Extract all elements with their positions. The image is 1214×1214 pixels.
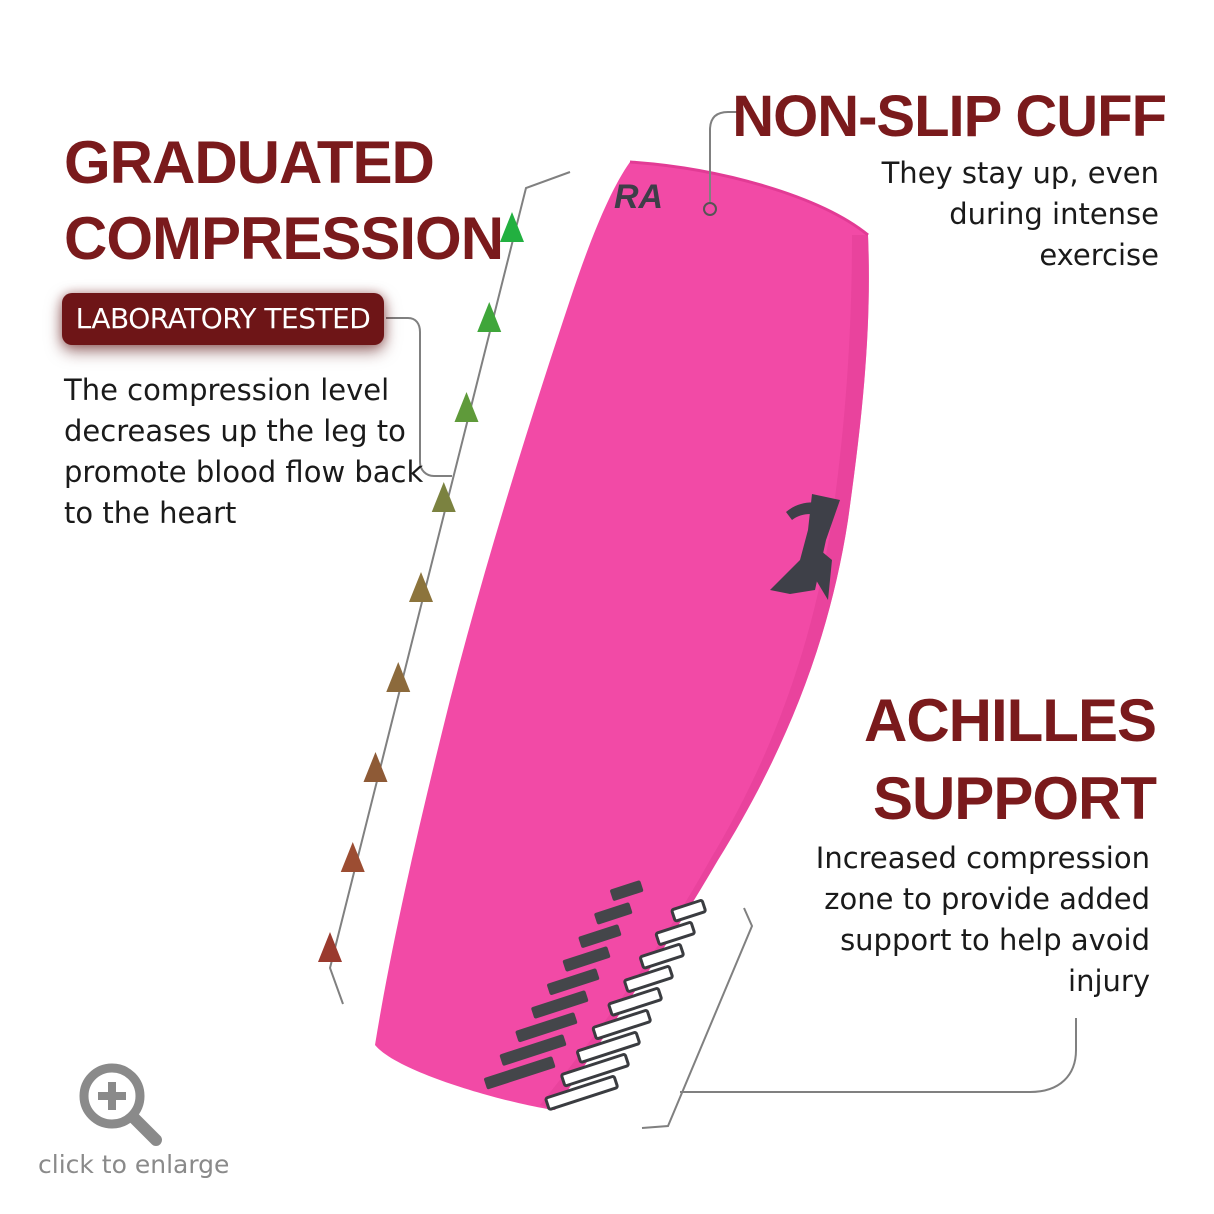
cuff-connector-dot [703,202,717,216]
achilles-ghost-stripe [654,921,696,946]
achilles-stripes [484,880,644,1090]
achilles-ghost-stripe [591,1009,652,1041]
achilles-stripe [578,924,622,948]
compression-arrow [500,212,524,242]
achilles-stripe [547,968,600,995]
cuff-title: NON-SLIP CUFF [732,84,1167,149]
achilles-ghost-stripe [576,1031,641,1064]
achilles-ghost-stripe [607,987,663,1017]
compression-arrow [363,752,388,782]
compression-arrow [340,842,365,872]
compression-sleeve [375,162,869,1110]
achilles-ghost-stripe [623,965,674,993]
badge-connector-line [386,317,452,477]
brand-logo-text: RA [614,178,663,216]
graduated-title-line1: GRADUATED [64,129,435,196]
achilles-ghost-stripe [560,1053,630,1088]
sleeve-cuff-edge [629,160,869,237]
compression-arrow [318,932,342,962]
achilles-title-line1: ACHILLES [864,687,1157,754]
zoom-in-icon[interactable] [76,1060,166,1150]
achilles-connector-line [680,1018,1077,1093]
achilles-stripe [562,946,611,972]
achilles-stripe [499,1034,567,1066]
compression-arrow [477,302,502,332]
achilles-stripe [531,990,589,1019]
compression-arrows [318,212,524,962]
achilles-support-illustration [544,899,707,1111]
runner-logo [770,494,840,600]
achilles-stripe [515,1012,578,1043]
laboratory-tested-badge: LABORATORY TESTED [62,293,384,345]
achilles-ghost-stripe [639,943,685,970]
graduated-description: The compression level decreases up the l… [64,373,424,530]
compression-arrow [386,662,411,692]
achilles-title-line2: SUPPORT [872,765,1157,832]
graduated-title-line2: COMPRESSION [64,205,504,272]
compression-arrow [431,482,456,512]
cuff-description: They stay up, even during intense exerci… [881,156,1159,272]
cuff-connector-line [709,111,738,202]
achilles-stripe [594,902,633,925]
achilles-stripe [610,880,644,901]
achilles-bracket [641,907,754,1129]
achilles-ghost-stripe [544,1075,619,1111]
achilles-ghost-stripe [670,899,707,923]
compression-arrow [454,392,479,422]
achilles-stripe [484,1056,556,1090]
click-to-enlarge-label[interactable]: click to enlarge [38,1150,230,1179]
sleeve-shading [540,235,869,1110]
compression-arrow [409,572,433,602]
achilles-description: Increased compression zone to provide ad… [815,841,1150,998]
compression-scale-line [328,171,571,1005]
